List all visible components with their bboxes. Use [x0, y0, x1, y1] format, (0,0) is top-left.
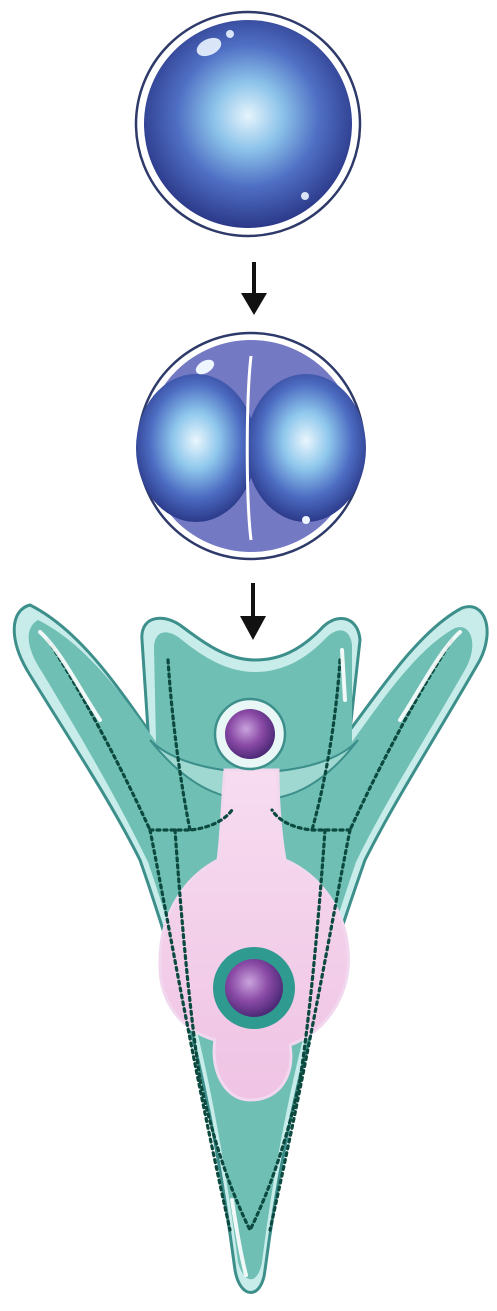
lower-nucleus	[213, 947, 295, 1029]
blastomere-left	[136, 374, 256, 522]
zygote-cell	[136, 12, 360, 236]
upper-nucleus	[215, 699, 285, 769]
two-cell-embryo	[136, 333, 366, 559]
blastomere-right	[246, 374, 366, 522]
arrow-two-cell-to-larva	[240, 583, 266, 640]
pluteus-larva	[14, 605, 487, 1293]
arrow-zygote-to-two-cell	[241, 262, 267, 315]
